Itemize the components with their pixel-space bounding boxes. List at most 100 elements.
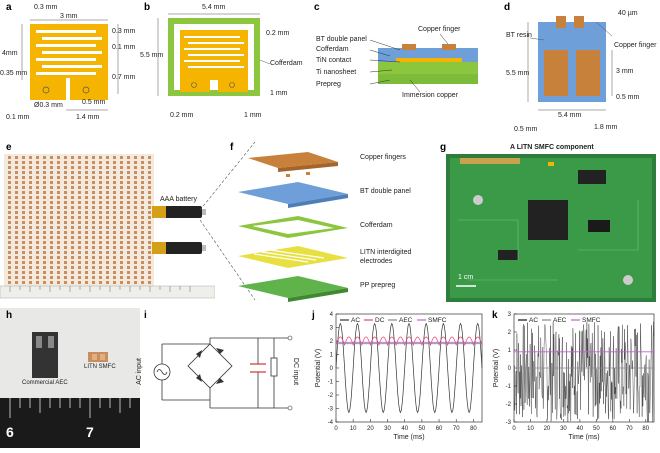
label-h-aec: Commercial AEC	[22, 380, 68, 386]
dim-a-r3: 0.7 mm	[112, 74, 136, 81]
panel-e: e	[0, 140, 216, 305]
y-tick-label: -2	[506, 402, 512, 408]
panel-a-schematic	[21, 19, 119, 111]
x-tick-label: 10	[350, 426, 357, 432]
series-ac	[335, 322, 483, 414]
legend-label-smfc: SMFC	[582, 317, 601, 324]
x-tick-label: 0	[334, 426, 338, 432]
dim-a-top: 0.3 mm	[34, 4, 58, 11]
x-tick-label: 60	[609, 426, 616, 432]
panel-f-explode	[238, 152, 348, 302]
y-tick-label: 0	[330, 366, 334, 372]
panel-b: b 5.4 mm 5.5 mm 0.2 mm Cofferdam 1 mm 0.…	[140, 0, 310, 130]
x-tick-label: 80	[470, 426, 477, 432]
y-tick-label: 1	[330, 353, 334, 359]
legend-label-ac: AC	[529, 317, 538, 324]
legend-label-ac: AC	[351, 317, 360, 324]
y-tick-label: -3	[506, 420, 512, 426]
legend-label-aec: AEC	[399, 317, 413, 324]
x-tick-label: 50	[593, 426, 600, 432]
panel-label-h: h	[6, 310, 13, 321]
dim-a-bottom-left: 0.1 mm	[6, 114, 30, 121]
dim-a-lower-left: 0.35 mm	[0, 70, 28, 77]
label-i-ac-input: AC input	[135, 358, 143, 385]
dim-a-r2: 0.1 mm	[112, 44, 136, 51]
label-c-cofferdam: Cofferdam	[316, 46, 349, 53]
panel-a: a 0.3 mm 3 mm 0.3 mm 0.1 mm 0.7 mm	[0, 0, 140, 130]
panel-f: f Copper fingers BT double panel Cofferd…	[228, 140, 438, 305]
label-c-ti: Ti nanosheet	[316, 69, 357, 76]
x-axis-label: Time (ms)	[393, 434, 424, 441]
x-tick-label: 60	[436, 426, 443, 432]
x-tick-label: 40	[401, 426, 408, 432]
x-tick-label: 20	[367, 426, 374, 432]
panel-b-schematic	[157, 13, 271, 96]
dim-b-bl: 0.2 mm	[170, 112, 194, 119]
dim-b-width: 5.4 mm	[202, 4, 226, 11]
dim-b-br: 1 mm	[244, 112, 262, 119]
panel-label-i: i	[144, 310, 147, 321]
label-h-smfc: LITN SMFC	[84, 364, 116, 370]
legend-label-dc: DC	[375, 317, 385, 324]
x-tick-label: 0	[512, 426, 516, 432]
dim-b-height: 5.5 mm	[140, 52, 164, 59]
y-axis-label: Potential (V)	[493, 349, 500, 388]
label-b-cofferdam: Cofferdam	[270, 60, 303, 67]
dim-b-right: 1 mm	[270, 90, 288, 97]
panel-label-f: f	[230, 142, 234, 153]
x-tick-label: 30	[560, 426, 567, 432]
panel-label-j: j	[312, 310, 315, 321]
panel-c: c BT double panel Cofferdam TiN contact …	[310, 0, 500, 130]
panel-d: d BT resin 40 µm Copper finger 5.5 mm 3 …	[500, 0, 660, 140]
y-tick-label: -1	[506, 384, 512, 390]
legend-label-smfc: SMFC	[428, 317, 447, 324]
label-f-l3: Cofferdam	[360, 222, 393, 229]
label-i-dc-input: DC input	[292, 357, 300, 386]
y-tick-label: 1	[508, 348, 512, 354]
legend-label-aec: AEC	[553, 317, 567, 324]
y-tick-label: -2	[328, 393, 334, 399]
panel-label-e: e	[6, 142, 12, 153]
label-d-copper-finger: Copper finger	[614, 42, 657, 49]
panel-h-photo	[0, 308, 140, 448]
panel-label-c: c	[314, 2, 320, 13]
x-tick-label: 30	[384, 426, 391, 432]
panel-d-schematic	[527, 16, 613, 111]
x-tick-label: 10	[527, 426, 534, 432]
panel-label-g: g	[440, 142, 447, 153]
y-tick-label: 0	[508, 366, 512, 372]
dim-d-pad: 1.8 mm	[594, 124, 618, 131]
panel-e-photo	[0, 154, 216, 299]
label-f-l2: BT double panel	[360, 188, 411, 195]
aaa-battery-1	[152, 206, 206, 218]
dim-a-bottom-right: 1.4 mm	[76, 114, 100, 121]
label-d-bt-resin: BT resin	[506, 32, 532, 39]
y-tick-label: -4	[328, 420, 334, 426]
x-tick-label: 50	[419, 426, 426, 432]
panel-label-d: d	[504, 2, 511, 13]
y-tick-label: 2	[508, 330, 512, 336]
dim-a-left: 4mm	[2, 50, 18, 57]
label-f-l1: Copper fingers	[360, 154, 406, 161]
y-tick-label: 2	[330, 339, 334, 345]
y-tick-label: 3	[508, 312, 512, 318]
y-tick-label: -3	[328, 407, 334, 413]
panel-g: g A LITN SMFC component 1 cm	[438, 140, 660, 305]
ruler-tick-6: 6	[6, 424, 14, 440]
label-c-immersion: Immersion copper	[402, 92, 459, 99]
dim-d-bl: 0.5 mm	[514, 126, 538, 133]
panel-label-k: k	[492, 310, 498, 321]
dim-a-r1: 0.3 mm	[112, 28, 136, 35]
dim-a-hole: Ø0.3 mm	[34, 102, 63, 109]
dim-d-height: 5.5 mm	[506, 70, 530, 77]
plot-area	[335, 313, 483, 423]
dim-d-top: 40 µm	[618, 10, 638, 17]
panel-label-b: b	[144, 2, 151, 13]
y-tick-label: 4	[330, 312, 334, 318]
x-axis-label: Time (ms)	[568, 434, 599, 441]
dim-a-width: 3 mm	[60, 13, 78, 20]
series-dc	[335, 336, 483, 347]
